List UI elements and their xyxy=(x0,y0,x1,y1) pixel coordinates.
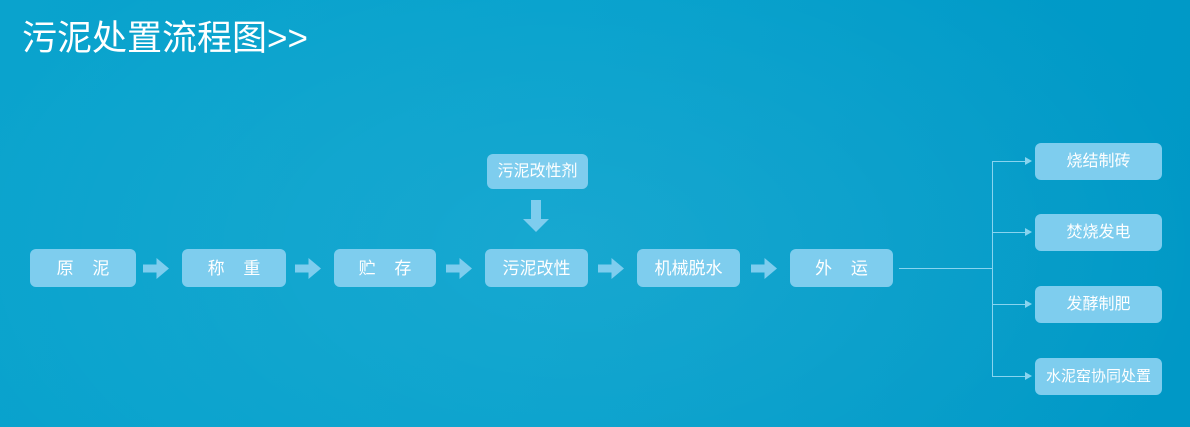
branch-line-2 xyxy=(992,232,1026,233)
node-sludge-modification[interactable]: 污泥改性 xyxy=(485,249,588,287)
branch-arrowhead-1 xyxy=(1025,157,1032,165)
arrow-right-3 xyxy=(446,258,472,279)
node-weighing[interactable]: 称 重 xyxy=(182,249,286,287)
page-title: 污泥处置流程图>> xyxy=(22,19,308,58)
branch-spine-line xyxy=(992,161,993,376)
branch-trunk-line xyxy=(899,268,993,269)
arrow-down-additive xyxy=(523,200,549,232)
node-cement-kiln-codisposal[interactable]: 水泥窑协同处置 xyxy=(1035,358,1162,395)
branch-arrowhead-3 xyxy=(1025,300,1032,308)
node-transport-out[interactable]: 外 运 xyxy=(790,249,893,287)
branch-line-3 xyxy=(992,304,1026,305)
arrow-right-4 xyxy=(598,258,624,279)
branch-arrowhead-2 xyxy=(1025,228,1032,236)
node-incineration-power[interactable]: 焚烧发电 xyxy=(1035,214,1162,251)
node-fermentation-fertilizer[interactable]: 发酵制肥 xyxy=(1035,286,1162,323)
branch-line-4 xyxy=(992,376,1026,377)
node-mechanical-dewatering[interactable]: 机械脱水 xyxy=(637,249,740,287)
node-sludge-modifier-agent[interactable]: 污泥改性剂 xyxy=(487,154,588,189)
node-sintered-brick[interactable]: 烧结制砖 xyxy=(1035,143,1162,180)
node-storage[interactable]: 贮 存 xyxy=(334,249,436,287)
branch-line-1 xyxy=(992,161,1026,162)
branch-arrowhead-4 xyxy=(1025,372,1032,380)
arrow-right-1 xyxy=(143,258,169,279)
node-raw-sludge[interactable]: 原 泥 xyxy=(30,249,136,287)
arrow-right-2 xyxy=(295,258,321,279)
arrow-right-5 xyxy=(751,258,777,279)
